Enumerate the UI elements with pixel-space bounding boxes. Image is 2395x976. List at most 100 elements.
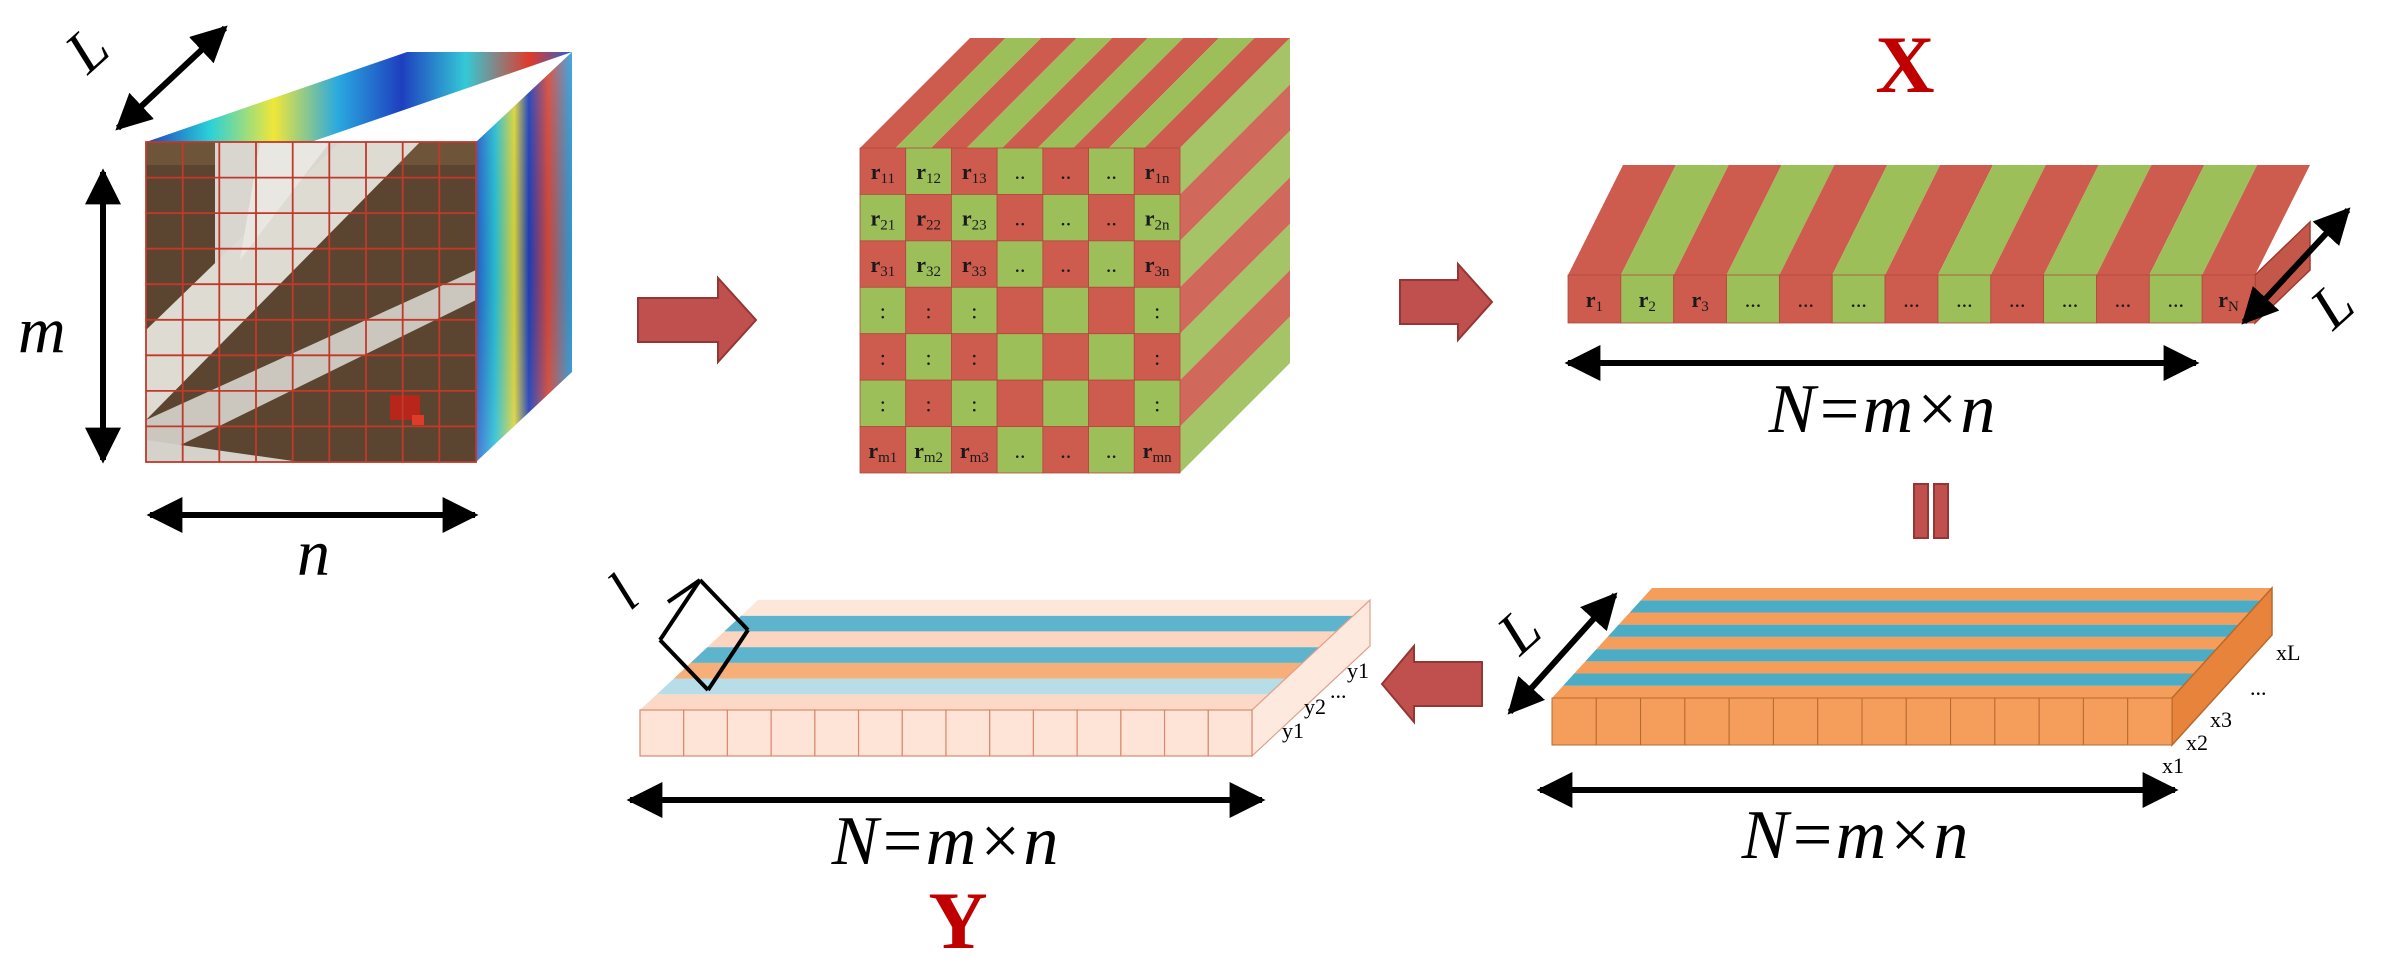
- pixel-cell: [1042, 240, 1089, 288]
- matrix-y-band: [656, 678, 1286, 695]
- pixel-cell: [1133, 147, 1181, 195]
- matrix-x-top-stripe: [1832, 165, 1941, 275]
- matrix-x-top-stripe: [2149, 165, 2258, 275]
- pixel-cell-label: r22: [916, 206, 941, 234]
- cube-width-label: n: [297, 517, 330, 590]
- matrix-y-band: [640, 694, 1269, 710]
- matrix-x-top-stripe: [1990, 165, 2099, 275]
- matrix-x-cell-label: r1: [1586, 287, 1603, 315]
- pixel-cell: [1042, 333, 1089, 381]
- cube-depth-arrow: [115, 25, 228, 131]
- matrix-y-cell: [901, 709, 947, 757]
- matrix-y-cell: [726, 709, 772, 757]
- arrow-pixels-to-matrix: [1399, 261, 1494, 343]
- pixel-cube-top-stripe: [1144, 38, 1290, 148]
- matrix-x-cell-label: r2: [1639, 287, 1656, 315]
- pixel-cube-top-stripe: [860, 38, 1006, 148]
- pixel-cell-label: ..: [1015, 206, 1026, 231]
- pixel-cell-label: r32: [916, 252, 941, 280]
- pixel-cube-side-stripe: [1180, 223, 1290, 381]
- pixel-cell: [1088, 333, 1135, 381]
- matrix-y-band: [724, 615, 1354, 632]
- band-cell: [2082, 697, 2129, 746]
- pixel-cube-top-stripe: [895, 38, 1042, 148]
- arrow-bands-to-y: [1380, 643, 1483, 725]
- y-dim-label: N=m×n: [831, 803, 1059, 880]
- equals-sign: [1913, 483, 1949, 539]
- aerial-image: [146, 142, 476, 462]
- band-stripe: [1618, 612, 2250, 625]
- pixel-cell-label: r1n: [1145, 159, 1170, 187]
- band-cell: [2038, 697, 2084, 746]
- matrix-y-cell: [639, 709, 685, 757]
- matrix-x-cell-label: rN: [2218, 287, 2239, 315]
- matrix-y-title: Y: [928, 875, 987, 966]
- pixel-cell: [996, 194, 1044, 242]
- pixel-cell-label: r11: [871, 159, 895, 187]
- band-label-x2: x2: [2186, 730, 2208, 755]
- band-depth-arrow: [1507, 592, 1618, 715]
- pixel-cell-label: ..: [1060, 252, 1071, 277]
- cube-top-face: [146, 52, 572, 142]
- pixel-cell: [1042, 426, 1089, 474]
- pixel-cell-label: :: [1154, 391, 1160, 416]
- band-stripe: [1585, 649, 2217, 662]
- y-label-dots: ...: [1330, 678, 1347, 703]
- matrix-y-cell: [1120, 709, 1166, 757]
- pixel-cell-label: rm2: [914, 438, 943, 466]
- band-depth-label: L: [1484, 595, 1554, 667]
- pixel-cell: [996, 333, 1044, 381]
- cube-height-label: m: [18, 294, 66, 367]
- matrix-x-top-stripe: [1620, 165, 1729, 275]
- pixel-cell-label: ..: [1106, 252, 1117, 277]
- band-label-dots: ...: [2250, 675, 2267, 700]
- pixel-cell-label: :: [971, 299, 977, 324]
- matrix-x-cell-label: ...: [2115, 287, 2132, 312]
- pixel-cell: [1133, 194, 1181, 242]
- pixel-cell-label: ..: [1060, 206, 1071, 231]
- pixel-cell-label: :: [880, 345, 886, 370]
- matrix-x-cell-label: ...: [1903, 287, 1920, 312]
- matrix-x-cell: [1620, 274, 1675, 324]
- pixel-grid-overlay: [145, 141, 477, 463]
- pixel-cube-side-stripe: [1180, 84, 1290, 241]
- pixel-cell-label: :: [971, 391, 977, 416]
- pixel-cell: [905, 240, 952, 288]
- pixel-cell: [996, 286, 1044, 335]
- matrix-x-top-stripe: [1726, 165, 1835, 275]
- band-cell: [2127, 697, 2173, 746]
- band-cell: [1994, 697, 2040, 746]
- pixel-cell: [1133, 426, 1181, 474]
- pixel-cube-side-stripe: [1180, 270, 1290, 427]
- pixel-cell: [1042, 379, 1089, 427]
- pixel-cell: [1133, 379, 1181, 427]
- matrix-x-cell: [2043, 274, 2097, 324]
- pixel-cube-side: [1180, 38, 1290, 473]
- pixel-cell: [996, 426, 1044, 474]
- pixel-cell-label: :: [971, 345, 977, 370]
- pixel-cell-label: r12: [916, 159, 941, 187]
- matrix-x-cell: [1567, 274, 1622, 324]
- band-stripe: [1596, 636, 2228, 650]
- y-label-2: y2: [1304, 694, 1326, 719]
- matrix-x-top-stripe: [1673, 165, 1782, 275]
- pixel-cube-side-stripe: [1180, 316, 1290, 473]
- pixel-cell: [951, 194, 998, 242]
- matrix-x-cell-label: ...: [2062, 287, 2079, 312]
- matrix-x-top-stripe: [1937, 165, 2046, 275]
- matrix-x-cell-label: ...: [2167, 287, 2184, 312]
- matrix-y-cell: [1032, 709, 1078, 757]
- pixel-cell-label: ..: [1106, 159, 1117, 184]
- pixel-cell: [951, 426, 998, 474]
- pixel-cell-label: ..: [1015, 159, 1026, 184]
- pixel-cell: [905, 333, 952, 381]
- matrix-x-cell: [1726, 274, 1780, 324]
- pixel-cell: [1088, 286, 1135, 335]
- band-label-x3: x3: [2210, 707, 2232, 732]
- pixel-cell: [1042, 286, 1089, 335]
- pixel-cell-label: :: [1154, 299, 1160, 324]
